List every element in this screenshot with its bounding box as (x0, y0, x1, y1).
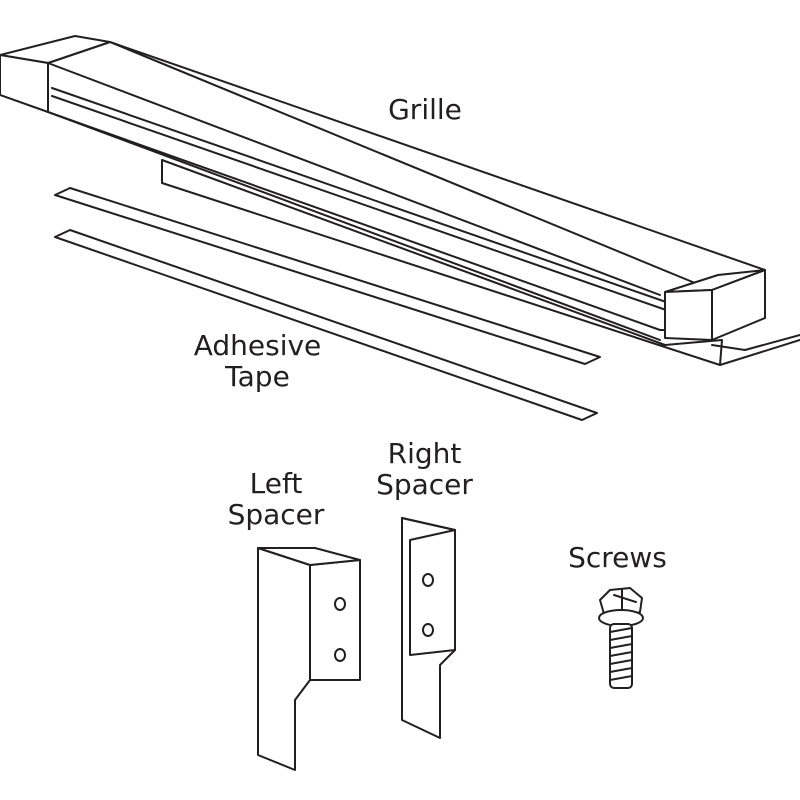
screw-thread (609, 675, 633, 681)
left-spacer-hole-top (334, 597, 346, 611)
left-spacer-label-line2: Spacer (227, 498, 325, 531)
screw-thread (609, 627, 633, 633)
screw-slot (613, 594, 637, 603)
adhesive-tape-strip-2 (54, 229, 598, 421)
left-spacer-label: Left Spacer (206, 468, 346, 530)
grille-clip-edge (719, 339, 800, 366)
adhesive-tape-label-line2: Tape (225, 360, 290, 393)
right-spacer-label-line2: Spacer (376, 468, 473, 501)
grille-channel-line (51, 95, 713, 327)
left-spacer-edge (257, 547, 361, 566)
adhesive-tape-label: Adhesive Tape (170, 330, 345, 392)
left-spacer-flange (309, 559, 361, 681)
grille-flange (161, 159, 723, 366)
grille-front-bottom (47, 111, 661, 341)
right-spacer-label-line1: Right (387, 437, 462, 470)
screw-thread (609, 643, 633, 649)
left-spacer-hole-bottom (334, 648, 346, 662)
screws-label: Screws (545, 542, 690, 573)
left-spacer-drawing (257, 547, 361, 771)
left-spacer-label-line1: Left (249, 467, 303, 500)
grille-left-cap-front (0, 54, 49, 113)
left-spacer-plate (257, 547, 311, 771)
grille-right-cap-side (711, 269, 766, 341)
right-spacer-label: Right Spacer (352, 438, 497, 500)
screw-thread (609, 667, 633, 673)
screw-thread (609, 635, 633, 641)
adhesive-tape-label-line1: Adhesive (193, 329, 322, 362)
grille-label: Grille (355, 94, 495, 125)
right-spacer-hole-bottom (422, 623, 434, 637)
grille-body (47, 41, 766, 331)
screw-thread (609, 651, 633, 657)
screw-drawing (598, 587, 644, 689)
grille-channel-line (51, 87, 713, 319)
grille-right-cap-front (664, 289, 713, 341)
grille-drawing (0, 35, 800, 366)
screw-thread (609, 659, 633, 665)
grille-front-top (47, 62, 661, 296)
adhesive-tape-strip-1 (54, 187, 601, 365)
right-spacer-hole-top (422, 573, 434, 587)
right-spacer-flange (409, 529, 456, 656)
grille-label-text: Grille (388, 93, 462, 126)
right-spacer-drawing (401, 517, 456, 739)
grille-top-edge (109, 41, 713, 291)
right-spacer-edge (401, 517, 456, 531)
adhesive-tape-drawing (54, 187, 601, 421)
screws-label-text: Screws (568, 541, 667, 574)
grille-clip (711, 334, 800, 351)
